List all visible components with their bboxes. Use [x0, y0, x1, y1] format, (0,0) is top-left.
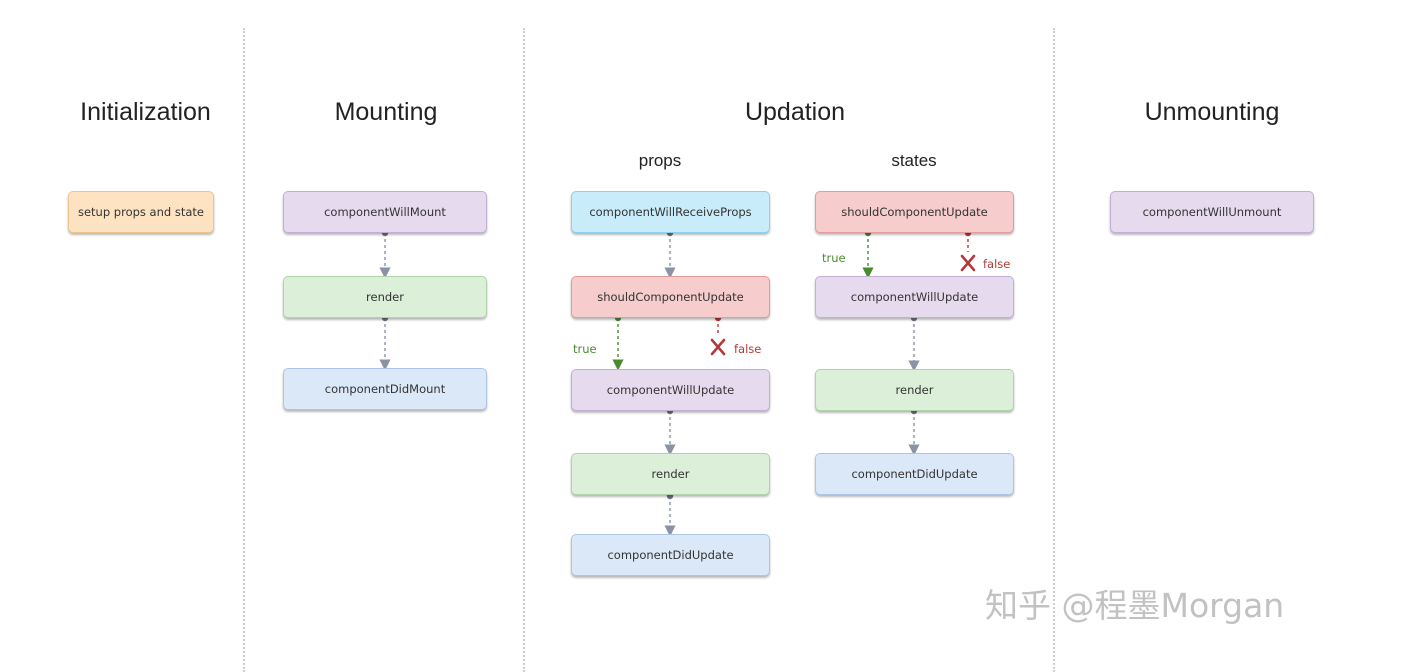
node-mount-render: render	[283, 276, 487, 318]
node-props-should-component-update: shouldComponentUpdate	[571, 276, 770, 318]
node-props-component-will-receive-props: componentWillReceiveProps	[571, 191, 770, 233]
node-props-component-did-update: componentDidUpdate	[571, 534, 770, 576]
node-states-component-will-update: componentWillUpdate	[815, 276, 1014, 318]
column-divider-3	[1053, 28, 1055, 672]
node-props-render: render	[571, 453, 770, 495]
column-divider-1	[243, 28, 245, 672]
label-states-false: false	[983, 257, 1011, 271]
node-setup-props-and-state: setup props and state	[68, 191, 214, 233]
watermark-text: 知乎 @程墨Morgan	[985, 586, 1285, 625]
node-states-component-did-update: componentDidUpdate	[815, 453, 1014, 495]
label-props-true: true	[573, 342, 597, 356]
node-states-should-component-update: shouldComponentUpdate	[815, 191, 1014, 233]
node-mount-component-did-mount: componentDidMount	[283, 368, 487, 410]
heading-updation: Updation	[744, 98, 846, 126]
node-component-will-unmount: componentWillUnmount	[1110, 191, 1314, 233]
false-x-icon-states	[960, 254, 976, 272]
label-props-false: false	[734, 342, 762, 356]
heading-unmounting: Unmounting	[1144, 98, 1280, 126]
subheading-states: states	[891, 151, 937, 170]
node-states-render: render	[815, 369, 1014, 411]
heading-mounting: Mounting	[334, 98, 438, 126]
heading-initialization: Initialization	[80, 98, 211, 126]
node-mount-component-will-mount: componentWillMount	[283, 191, 487, 233]
node-props-component-will-update: componentWillUpdate	[571, 369, 770, 411]
label-states-true: true	[822, 251, 846, 265]
subheading-props: props	[638, 151, 682, 170]
false-x-icon-props	[710, 338, 726, 356]
column-divider-2	[523, 28, 525, 672]
